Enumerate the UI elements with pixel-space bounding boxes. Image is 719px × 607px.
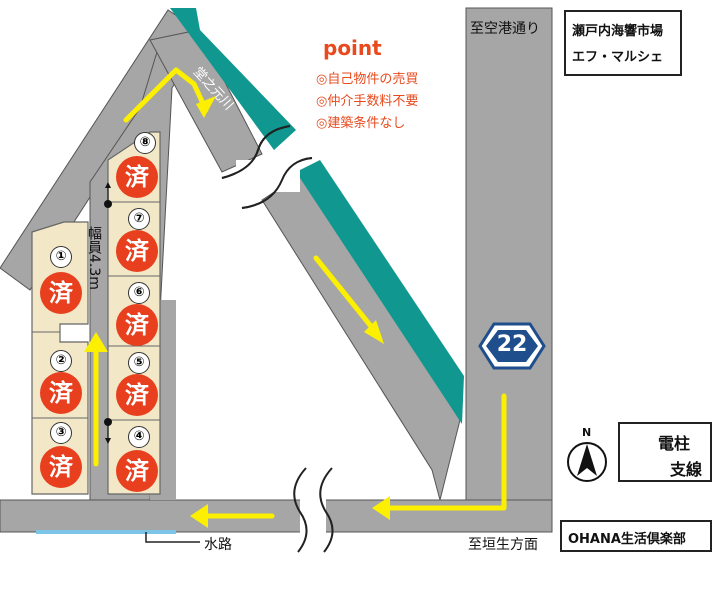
market-name-line1: 瀬戸内海響市場 xyxy=(572,24,664,39)
arrow-apex xyxy=(123,67,209,123)
lot-1-number: ① xyxy=(50,246,72,268)
road-width-label: 幅員4.3m xyxy=(86,226,102,290)
legend-branch-label: 支線 xyxy=(670,460,703,479)
legend-box: 電柱 支線 xyxy=(618,422,712,482)
waterway-label: 水路 xyxy=(204,537,232,553)
lot-5-number: ⑤ xyxy=(128,352,150,374)
arrow-route22 xyxy=(385,393,507,511)
lot-3-sold-badge: 済 xyxy=(40,446,82,488)
north-label: N xyxy=(582,426,592,439)
point-item-2: ◎仲介手数料不要 xyxy=(316,94,419,109)
to-kakio-label: 至垣生方面 xyxy=(468,537,538,553)
lot-2-number: ② xyxy=(50,350,72,372)
lot-8-sold-badge: 済 xyxy=(116,156,158,198)
club-box: OHANA生活倶楽部 xyxy=(560,520,712,552)
road-bottom xyxy=(0,499,553,533)
lot-8-number: ⑧ xyxy=(134,132,156,154)
point-title: point xyxy=(323,36,382,60)
lot-3-number: ③ xyxy=(50,422,72,444)
lot-6-number: ⑥ xyxy=(128,282,150,304)
lot-6-sold-badge: 済 xyxy=(116,304,158,346)
club-name: OHANA生活倶楽部 xyxy=(568,532,686,547)
lot-5-sold-badge: 済 xyxy=(116,374,158,416)
lot-4-sold-badge: 済 xyxy=(116,450,158,492)
to-airport-road-label: 至空港通り xyxy=(470,21,540,37)
lot-1-sold-badge: 済 xyxy=(40,272,82,314)
waterway-pointer xyxy=(145,532,200,543)
river-lower xyxy=(296,160,464,424)
lot-4-number: ④ xyxy=(128,426,150,448)
lot-7-number: ⑦ xyxy=(128,208,150,230)
market-box: 瀬戸内海響市場 エフ・マルシェ xyxy=(564,10,682,76)
lot-7-sold-badge: 済 xyxy=(116,230,158,272)
road-vertical xyxy=(465,7,553,533)
break-mark-bottom-1 xyxy=(293,467,308,553)
north-arrow-icon xyxy=(577,444,597,476)
route-number: 22 xyxy=(496,332,528,357)
legend-pole-label: 電柱 xyxy=(658,434,691,453)
arrow-diag xyxy=(313,255,377,333)
point-item-3: ◎建築条件なし xyxy=(316,116,406,131)
break-mark-bottom-2 xyxy=(319,467,334,553)
river xyxy=(170,8,296,150)
point-item-1: ◎自己物件の売買 xyxy=(316,72,419,87)
market-name-line2: エフ・マルシェ xyxy=(572,50,664,65)
lot-2-sold-badge: 済 xyxy=(40,372,82,414)
